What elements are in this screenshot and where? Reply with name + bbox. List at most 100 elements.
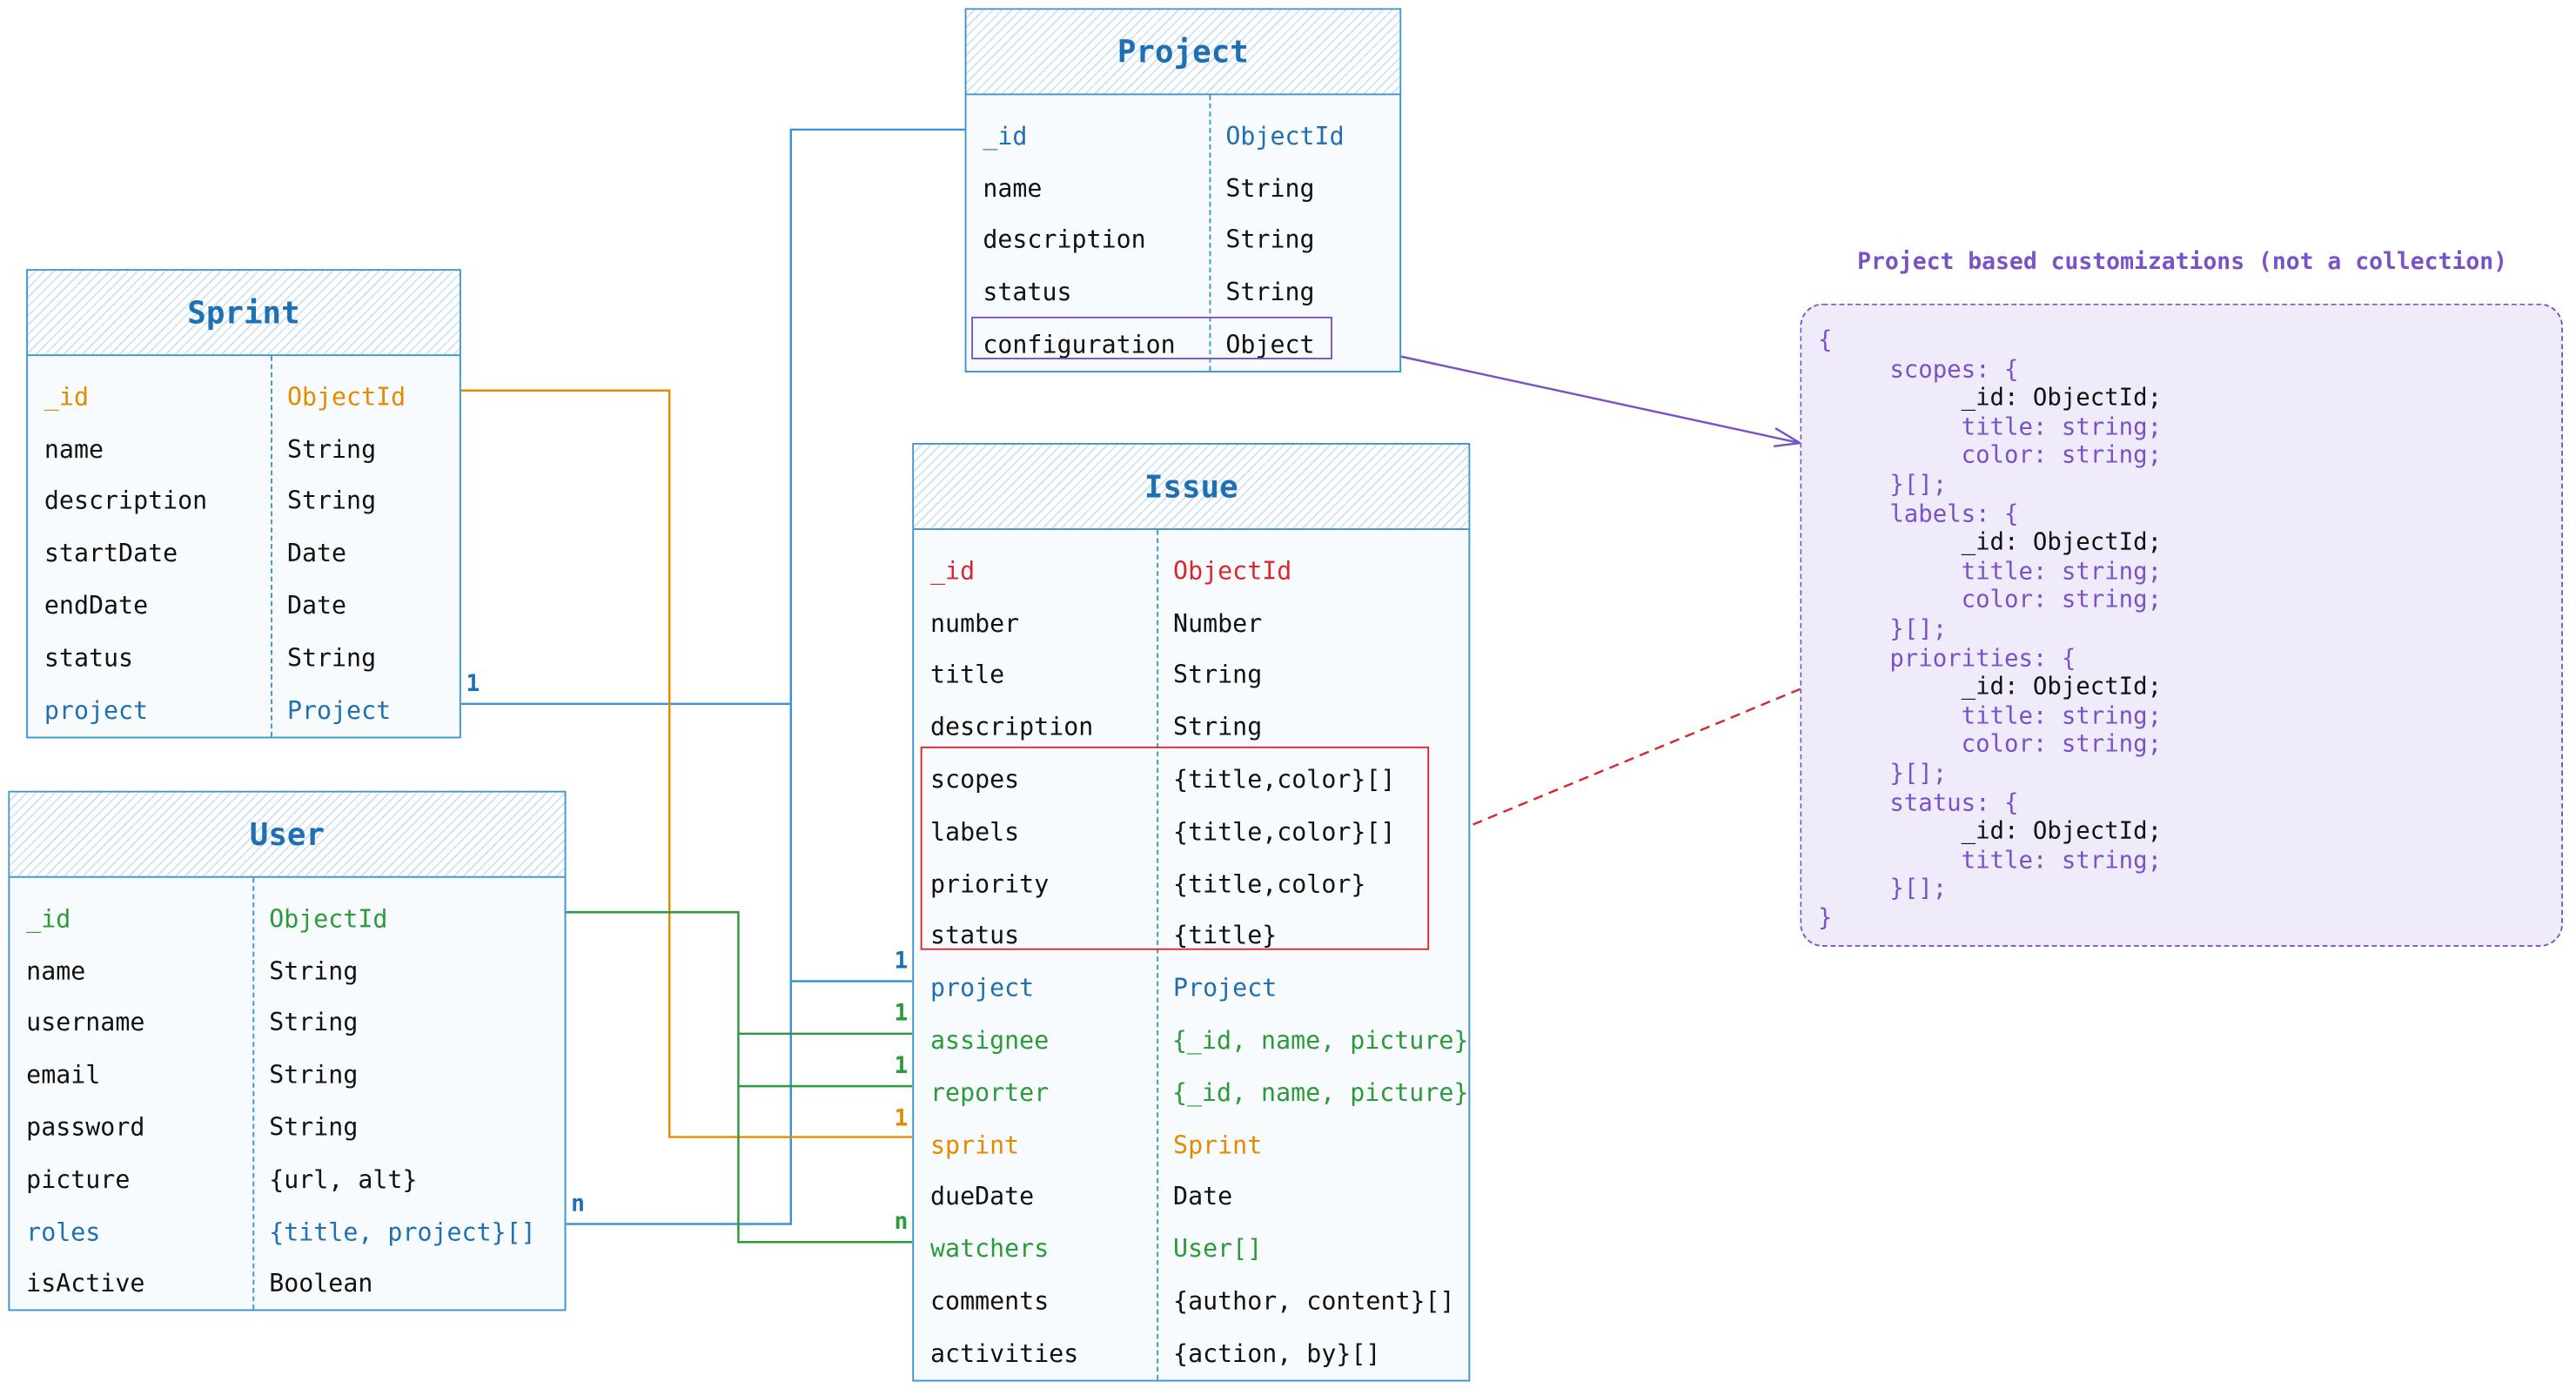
configuration-link (1330, 339, 1801, 445)
configuration-highlight (971, 316, 1332, 359)
field-name: number (930, 607, 1020, 638)
field-type: ObjectId (1173, 555, 1292, 586)
field-name: configuration (983, 330, 1176, 360)
field-type: {author, content}[] (1173, 1286, 1455, 1317)
field-name: username (26, 1008, 145, 1038)
field-type: {action, by}[] (1173, 1338, 1381, 1369)
field-name: startDate (44, 538, 178, 568)
code-key: title: string; (1818, 559, 2163, 586)
customization-caption: Project based customizations (not a coll… (1857, 249, 2508, 276)
field-type: String (1173, 660, 1263, 690)
code-line: }[]; (1818, 876, 2561, 905)
code-value: ObjectId; (2032, 386, 2163, 412)
code-line: _id: ObjectId; (1818, 530, 2561, 559)
multiplicity-user-roles: n (571, 1190, 586, 1217)
field-name: status (930, 921, 1020, 951)
code-key: _id: (1818, 674, 2033, 701)
user-row-picture: picture{url, alt} (10, 1153, 564, 1205)
sprint-id-link (460, 389, 913, 1138)
field-type: {_id, name, picture} (1171, 1077, 1469, 1108)
field-name: description (930, 712, 1094, 742)
code-line: _id: ObjectId; (1818, 819, 2561, 848)
field-type: {title, project}[] (269, 1217, 536, 1247)
code-line: } (1818, 906, 2561, 935)
issue-row-labels: labels{title,color}[] (914, 806, 1468, 858)
field-name: activities (930, 1338, 1079, 1369)
code-key: }[]; (1818, 616, 1948, 643)
issue-row-number: number Number (914, 597, 1468, 649)
code-key: labels: { (1818, 501, 2019, 528)
field-name: labels (930, 816, 1020, 847)
code-key: title: string; (1818, 414, 2163, 441)
field-type: {title} (1173, 921, 1278, 951)
field-type: {url, alt} (269, 1164, 418, 1195)
code-line: title: string; (1818, 848, 2561, 876)
issue-row-scopes: scopes{title,color}[] (914, 754, 1468, 806)
customization-card: { scopes: { _id: ObjectId; title: string… (1800, 303, 2563, 947)
user-row-name: name String (10, 945, 564, 997)
multiplicity-sprint-project: 1 (466, 671, 480, 698)
field-name: _id (26, 903, 71, 934)
multiplicity-issue-reporter: 1 (894, 1053, 909, 1080)
field-name: name (26, 956, 86, 986)
field-type: String (269, 956, 359, 986)
field-name: endDate (44, 590, 149, 620)
issue-row-comments: comments {author, content}[] (914, 1275, 1468, 1327)
field-name: name (983, 173, 1043, 204)
multiplicity-issue-assignee: 1 (894, 1001, 909, 1028)
code-value: ObjectId; (2032, 530, 2163, 557)
code-line: title: string; (1818, 703, 2561, 732)
code-key: { (1818, 328, 1833, 355)
code-line: { (1818, 328, 2561, 357)
field-name: comments (930, 1286, 1050, 1317)
code-key: priorities: { (1818, 645, 2076, 673)
code-key: color: string; (1818, 443, 2163, 470)
field-name: dueDate (930, 1182, 1035, 1212)
code-line: }[]; (1818, 473, 2561, 501)
field-type: String (269, 1112, 359, 1143)
code-value: ObjectId; (2032, 818, 2163, 846)
project-row-configuration: configuration Object (967, 319, 1400, 371)
user-entity-title: User (10, 792, 565, 878)
code-key: }[]; (1818, 472, 1948, 500)
code-key: _id: (1818, 530, 2033, 557)
code-value: ObjectId; (2032, 674, 2163, 701)
field-name: description (983, 225, 1146, 256)
field-type: Sprint (1173, 1130, 1263, 1160)
code-key: }[]; (1818, 761, 1948, 788)
field-type: String (286, 434, 377, 464)
project-id-link (566, 128, 965, 1225)
field-name: _id (983, 121, 1028, 151)
code-key: scopes: { (1818, 357, 2019, 384)
code-line: color: string; (1818, 588, 2561, 617)
code-key: _id: (1818, 818, 2033, 846)
issue-row-reporter: reporter {_id, name, picture} (914, 1066, 1468, 1118)
code-key: title: string; (1818, 703, 2163, 730)
field-name: reporter (930, 1077, 1050, 1108)
field-name: email (26, 1060, 101, 1090)
field-type: {title,color}[] (1173, 764, 1396, 795)
issue-entity-title: Issue (914, 444, 1469, 530)
code-key: color: string; (1818, 732, 2163, 759)
field-type: Object (1225, 330, 1315, 360)
field-type: ObjectId (286, 382, 406, 412)
code-key: title: string; (1818, 848, 2163, 875)
code-line: color: string; (1818, 444, 2561, 473)
field-type: Number (1173, 607, 1263, 638)
field-type: String (286, 642, 377, 673)
